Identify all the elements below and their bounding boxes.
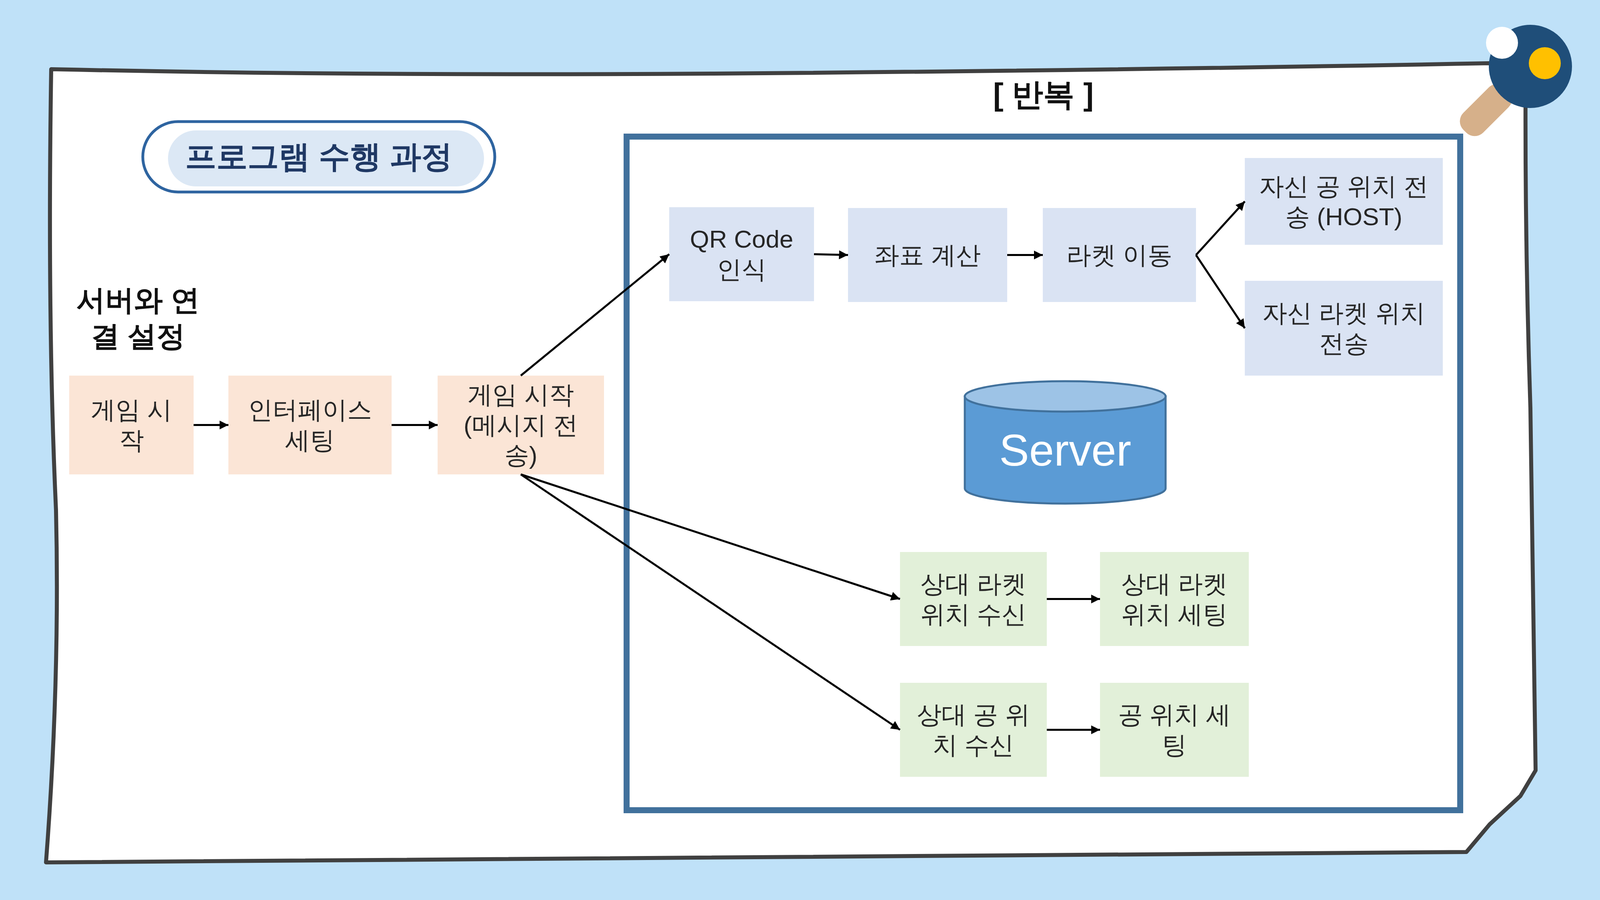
node-text: QR Code 인식 <box>678 224 805 285</box>
process-box: 게임 시작 <box>69 375 194 475</box>
node-text: 자신 라켓 위치 전송 <box>1254 298 1434 359</box>
process-box: 상대 라켓 위치 수신 <box>900 552 1047 646</box>
process-box: 게임 시작 (메시지 전송) <box>437 375 604 475</box>
flow-arrow <box>1007 254 1043 256</box>
group-heading: [ 반복 ] <box>623 75 1464 114</box>
process-box: 자신 라켓 위치 전송 <box>1244 280 1443 376</box>
paddle-icon <box>1454 24 1572 142</box>
flow-arrow <box>520 474 900 600</box>
node-text: 게임 시작 (메시지 전송) <box>448 379 593 471</box>
title-pill <box>142 121 495 192</box>
node-text: 상대 라켓 위치 세팅 <box>1109 568 1240 630</box>
flow-arrow <box>1046 728 1100 731</box>
server-cylinder: Server <box>963 379 1168 506</box>
node-text: 공 위치 세팅 <box>1109 699 1240 760</box>
node-text: Server <box>999 423 1132 478</box>
flow-arrow <box>1046 598 1100 600</box>
node-text: 자신 공 위치 전송 (HOST) <box>1254 171 1434 232</box>
node-text: 상대 라켓 위치 수신 <box>909 568 1038 630</box>
cylinder-top <box>964 381 1166 412</box>
paper-sheet <box>46 63 1536 863</box>
node-text: 상대 공 위치 수신 <box>909 699 1038 760</box>
flow-arrow <box>1196 201 1245 256</box>
diagram-title: 프로그램 수행 과정 <box>142 121 495 192</box>
flow-arrow <box>391 424 438 426</box>
flow-arrow <box>814 254 848 256</box>
flow-arrow <box>193 424 229 426</box>
node-text: 좌표 계산 <box>874 240 981 271</box>
node-text: 게임 시작 <box>80 394 183 456</box>
process-box: 자신 공 위치 전송 (HOST) <box>1244 158 1443 245</box>
flow-arrow <box>520 474 900 730</box>
node-text: 인터페이스 세팅 <box>239 394 381 456</box>
process-box: 라켓 이동 <box>1042 208 1196 302</box>
node-text: 라켓 이동 <box>1066 240 1173 271</box>
process-box: 상대 공 위치 수신 <box>900 682 1047 777</box>
flow-arrow <box>1196 255 1245 329</box>
process-box: 상대 라켓 위치 세팅 <box>1100 552 1249 646</box>
group-label: 서버와 연결 설정 <box>68 282 208 354</box>
process-box: 좌표 계산 <box>848 208 1008 302</box>
process-box: 공 위치 세팅 <box>1100 682 1249 777</box>
process-box: 인터페이스 세팅 <box>228 375 392 475</box>
process-box: QR Code 인식 <box>669 207 814 302</box>
flow-arrow <box>520 254 670 376</box>
loop-group: [ 반복 ]QR Code 인식좌표 계산라켓 이동자신 공 위치 전송 (HO… <box>623 133 1464 814</box>
